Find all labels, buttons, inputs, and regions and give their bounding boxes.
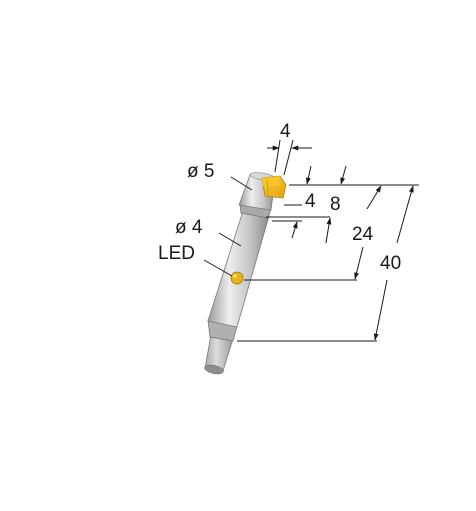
dim-8: 8 (325, 165, 347, 244)
led-indicator (230, 271, 244, 285)
dim-top-width: 4 (267, 121, 312, 176)
dim-head-diameter-label: ø 5 (187, 161, 214, 182)
sensor-cable (204, 334, 234, 375)
sensor-body (204, 172, 287, 375)
dim-head-diameter: ø 5 (187, 161, 253, 191)
led-callout: LED (158, 243, 233, 277)
dim-4-label: 4 (305, 191, 316, 212)
dim-4: 4 (291, 165, 316, 239)
sensor-tab (261, 175, 287, 199)
dim-body-diameter-label: ø 4 (175, 217, 203, 238)
dim-8-label: 8 (330, 194, 341, 215)
dim-40: 40 (373, 185, 414, 341)
led-label: LED (158, 243, 195, 264)
dim-24-label: 24 (352, 224, 374, 245)
extension-lines (237, 184, 419, 342)
dim-24: 24 (352, 185, 382, 280)
dim-top-width-label: 4 (280, 121, 291, 142)
sensor-shaft (207, 210, 270, 328)
dim-body-diameter: ø 4 (175, 217, 242, 247)
dim-40-label: 40 (380, 253, 401, 274)
